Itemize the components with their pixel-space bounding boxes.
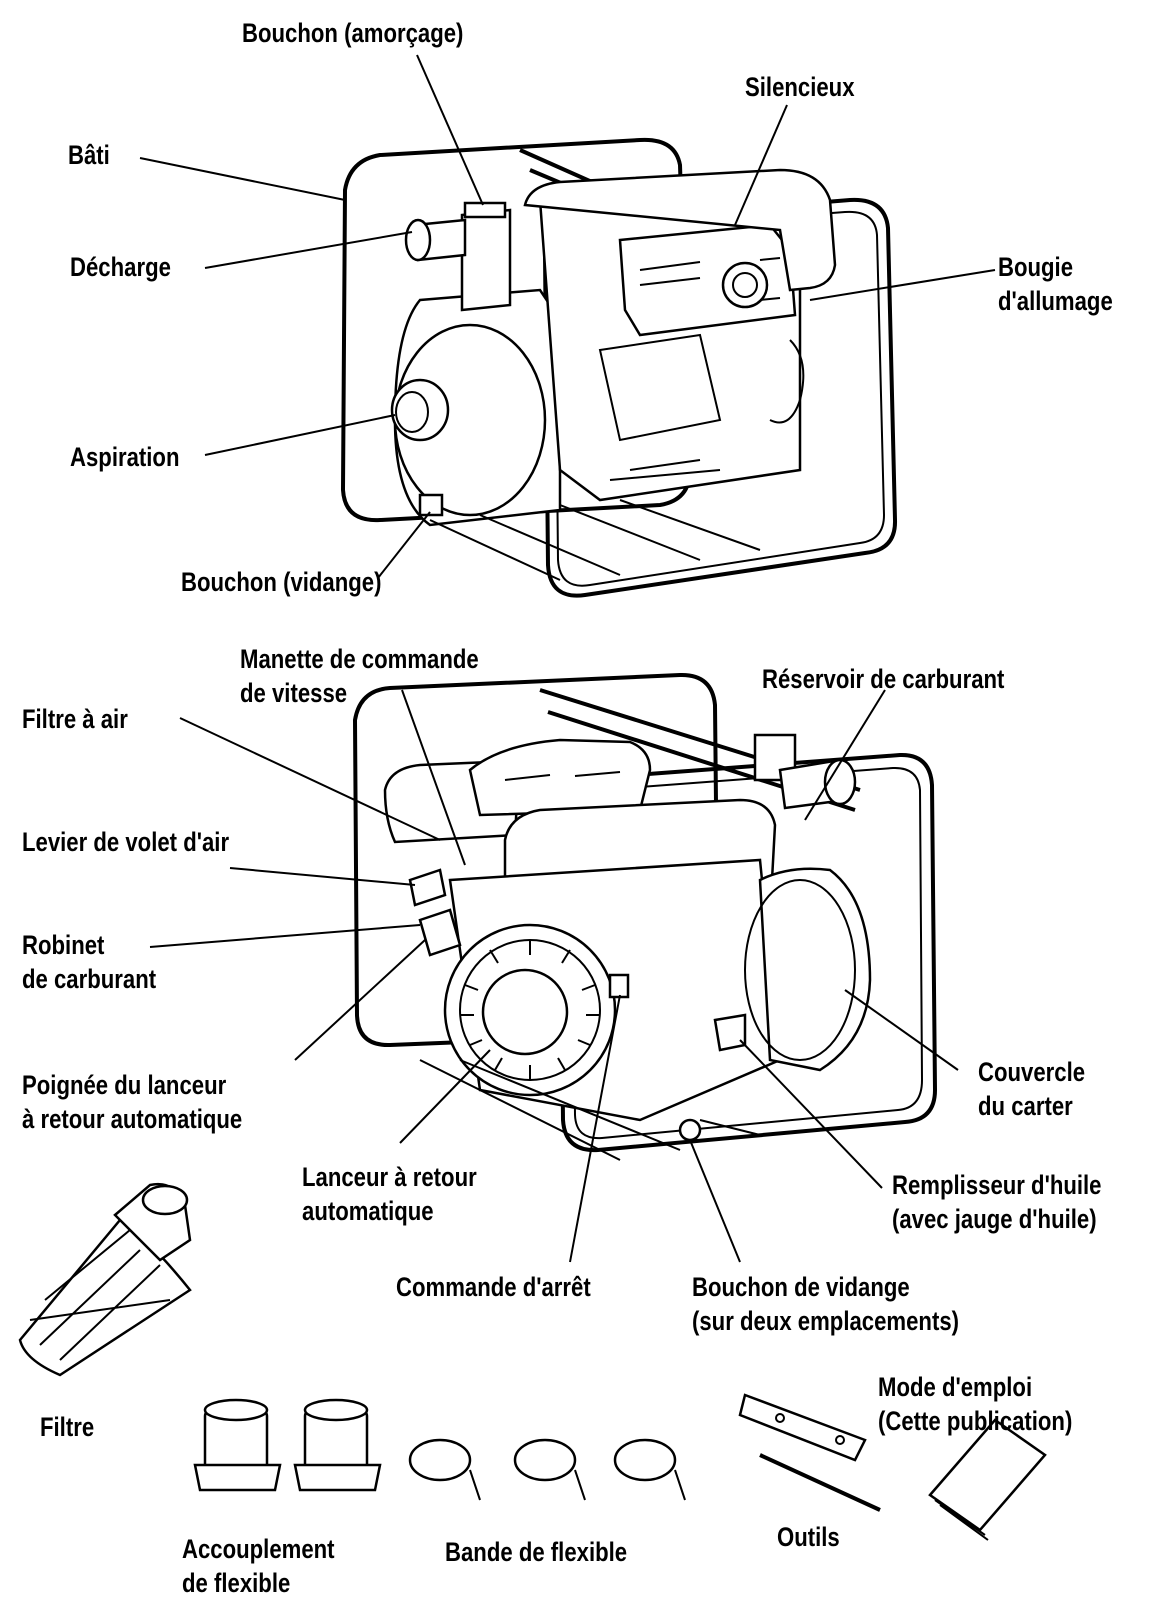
- label-bati: Bâti: [68, 140, 110, 170]
- hose-coupling-illustration: [195, 1400, 380, 1490]
- strainer-illustration: [20, 1184, 190, 1375]
- label-remplisseur: Remplisseur d'huile (avec jauge d'huile): [892, 1170, 1102, 1234]
- label-bouchon-vidange: Bouchon (vidange): [181, 567, 382, 597]
- label-outils: Outils: [777, 1522, 840, 1552]
- hose-band-illustration: [410, 1440, 685, 1500]
- bottom-pump-illustration: [355, 675, 935, 1160]
- label-accouplement: Accouplement de flexible: [182, 1534, 335, 1598]
- label-robinet: Robinet de carburant: [22, 930, 157, 994]
- label-bande-flexible: Bande de flexible: [445, 1537, 628, 1567]
- tools-illustration: [740, 1395, 880, 1510]
- label-reservoir: Réservoir de carburant: [762, 664, 1005, 694]
- manual-illustration: [930, 1420, 1045, 1540]
- label-manette: Manette de commande de vitesse: [240, 644, 479, 708]
- label-bougie: Bougie d'allumage: [998, 252, 1113, 316]
- label-bouchon-de-vidange: Bouchon de vidange (sur deux emplacement…: [692, 1272, 959, 1336]
- leader-lines: [140, 55, 995, 1262]
- label-couvercle: Couvercle du carter: [978, 1057, 1086, 1121]
- label-commande-arret: Commande d'arrêt: [396, 1272, 591, 1302]
- label-decharge: Décharge: [70, 252, 171, 282]
- label-bouchon-amorcage: Bouchon (amorçage): [242, 18, 464, 48]
- label-silencieux: Silencieux: [745, 72, 855, 102]
- label-levier-volet: Levier de volet d'air: [22, 827, 230, 857]
- label-lanceur: Lanceur à retour automatique: [302, 1162, 477, 1226]
- label-mode-emploi: Mode d'emploi (Cette publication): [878, 1372, 1073, 1436]
- label-filtre: Filtre: [40, 1412, 95, 1442]
- label-poignee-lanceur: Poignée du lanceur à retour automatique: [22, 1070, 243, 1134]
- label-filtre-air: Filtre à air: [22, 704, 128, 734]
- label-aspiration: Aspiration: [70, 442, 180, 472]
- top-pump-illustration: [343, 140, 895, 596]
